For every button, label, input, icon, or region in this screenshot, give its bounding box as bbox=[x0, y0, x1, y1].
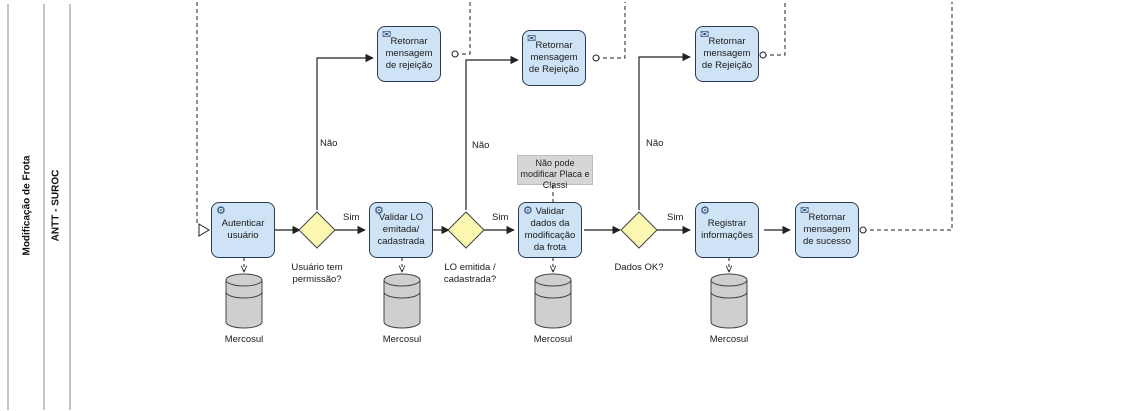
flow-label-nao-1: Não bbox=[320, 138, 338, 149]
task-validar-dados[interactable]: ⚙ Validar dados da modificação da frota bbox=[518, 202, 582, 258]
task-autenticar-usuario[interactable]: ⚙ Autenticar usuário bbox=[211, 202, 275, 258]
data-associations bbox=[244, 258, 729, 272]
message-flows bbox=[196, 2, 953, 231]
datastore-2 bbox=[383, 273, 421, 329]
pool-frame bbox=[7, 4, 71, 410]
task-label: Retornar mensagem de rejeição bbox=[385, 36, 433, 71]
task-label: Retornar mensagem de sucesso bbox=[802, 212, 852, 247]
gear-icon: ⚙ bbox=[216, 205, 226, 217]
flow-label-sim-2: Sim bbox=[492, 212, 509, 223]
datastore-label-4: Mercosul bbox=[709, 334, 749, 345]
pool-label: Modificação de Frota bbox=[21, 155, 33, 256]
datastore-1 bbox=[225, 273, 263, 329]
gear-icon: ⚙ bbox=[523, 205, 533, 217]
datastore-4 bbox=[710, 273, 748, 329]
message-start-icon bbox=[198, 223, 210, 237]
datastores bbox=[225, 273, 748, 329]
flow-label-sim-1: Sim bbox=[343, 212, 360, 223]
flow-label-sim-3: Sim bbox=[667, 212, 684, 223]
task-label: Autenticar usuário bbox=[221, 218, 265, 241]
task-label: Retornar mensagem de Rejeição bbox=[701, 36, 753, 71]
gateway-2 bbox=[447, 211, 485, 249]
envelope-icon: ✉ bbox=[382, 29, 392, 41]
flow-label-nao-2: Não bbox=[472, 140, 490, 151]
task-validar-lo[interactable]: ⚙ Validar LO emitada/ cadastrada bbox=[369, 202, 433, 258]
envelope-icon: ✉ bbox=[527, 33, 537, 45]
task-retornar-rejeicao-2[interactable]: ✉ Retornar mensagem de Rejeição bbox=[522, 30, 586, 86]
envelope-icon: ✉ bbox=[800, 205, 810, 217]
gear-icon: ⚙ bbox=[700, 205, 710, 217]
text-annotation: Não pode modificar Placa e Classi bbox=[517, 155, 593, 190]
flow-label-nao-3: Não bbox=[646, 138, 664, 149]
task-label: Validar dados da modificação da frota bbox=[524, 206, 576, 253]
gateway-1 bbox=[298, 211, 336, 249]
gateway-3 bbox=[620, 211, 658, 249]
gateway-label-2: LO emitida / cadastrada? bbox=[443, 262, 497, 285]
task-label: Retornar mensagem de Rejeição bbox=[528, 40, 580, 75]
lane-label: ANTT - SUROC bbox=[50, 169, 62, 242]
task-registrar-informacoes[interactable]: ⚙ Registrar informações bbox=[695, 202, 759, 258]
task-retornar-sucesso[interactable]: ✉ Retornar mensagem de sucesso bbox=[795, 202, 859, 258]
task-retornar-rejeicao-3[interactable]: ✉ Retornar mensagem de Rejeição bbox=[695, 26, 759, 82]
task-connectors bbox=[451, 50, 867, 234]
task-retornar-rejeicao-1[interactable]: ✉ Retornar mensagem de rejeição bbox=[377, 26, 441, 82]
task-label: Registrar informações bbox=[701, 218, 753, 241]
sequence-flows bbox=[275, 52, 791, 235]
datastore-3 bbox=[534, 273, 572, 329]
datastore-label-2: Mercosul bbox=[382, 334, 422, 345]
gateway-label-3: Dados OK? bbox=[614, 262, 664, 273]
gear-icon: ⚙ bbox=[374, 205, 384, 217]
envelope-icon: ✉ bbox=[700, 29, 710, 41]
datastore-label-1: Mercosul bbox=[224, 334, 264, 345]
gateway-label-1: Usuário tem permissão? bbox=[291, 262, 343, 285]
datastore-label-3: Mercosul bbox=[533, 334, 573, 345]
task-label: Validar LO emitada/ cadastrada bbox=[377, 212, 425, 247]
